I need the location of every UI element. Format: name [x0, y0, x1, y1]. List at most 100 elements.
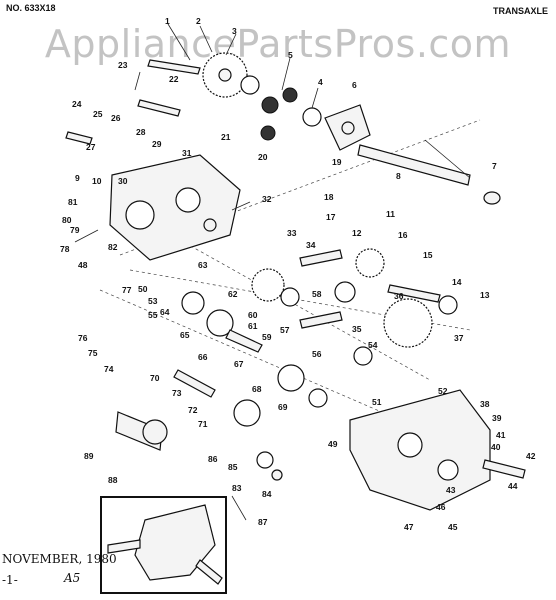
- document-date: NOVEMBER, 1980: [2, 552, 117, 566]
- callout-49: 49: [328, 439, 338, 449]
- callout-69: 69: [278, 402, 288, 412]
- callout-5: 5: [288, 50, 293, 60]
- callout-39: 39: [492, 413, 502, 423]
- callout-55: 55: [148, 310, 158, 320]
- callout-83: 83: [232, 483, 242, 493]
- callout-80: 80: [62, 215, 72, 225]
- callout-1: 1: [165, 16, 170, 26]
- callout-33: 33: [287, 228, 297, 238]
- section-title: TRANSAXLE: [492, 6, 548, 16]
- callout-61: 61: [248, 321, 258, 331]
- callout-63: 63: [198, 260, 208, 270]
- callout-40: 40: [491, 442, 501, 452]
- callout-29: 29: [152, 139, 162, 149]
- callout-37: 37: [454, 333, 464, 343]
- callout-24: 24: [72, 99, 82, 109]
- watermark: AppliancePartsPros.com: [44, 22, 512, 66]
- callout-25: 25: [93, 109, 103, 119]
- callout-12: 12: [352, 228, 362, 238]
- callout-17: 17: [326, 212, 336, 222]
- callout-35: 35: [352, 324, 362, 334]
- wheel-hub: [115, 411, 168, 451]
- document-number: NO. 633X18: [6, 3, 56, 13]
- callout-2: 2: [196, 16, 201, 26]
- callout-4: 4: [318, 77, 323, 87]
- callout-59: 59: [262, 332, 272, 342]
- assembly-guide-line: [119, 119, 481, 256]
- callout-73: 73: [172, 388, 182, 398]
- callout-76: 76: [78, 333, 88, 343]
- callout-34: 34: [306, 240, 316, 250]
- callout-46: 46: [436, 502, 446, 512]
- callout-32: 32: [262, 194, 272, 204]
- callout-66: 66: [198, 352, 208, 362]
- hub-plate: [324, 104, 371, 151]
- callout-28: 28: [136, 127, 146, 137]
- callout-22: 22: [169, 74, 179, 84]
- callout-78: 78: [60, 244, 70, 254]
- callout-88: 88: [108, 475, 118, 485]
- callout-43: 43: [446, 485, 456, 495]
- callout-68: 68: [252, 384, 262, 394]
- callout-11: 11: [386, 209, 395, 219]
- callout-45: 45: [448, 522, 458, 532]
- callout-23: 23: [118, 60, 128, 70]
- upper-shafts: [65, 59, 201, 145]
- callout-19: 19: [332, 157, 342, 167]
- callout-85: 85: [228, 462, 238, 472]
- callout-89: 89: [84, 451, 94, 461]
- case-half-right: [349, 389, 526, 511]
- callout-30: 30: [118, 176, 128, 186]
- callout-9: 9: [75, 173, 80, 183]
- callout-79: 79: [70, 225, 80, 235]
- callout-27: 27: [86, 142, 96, 152]
- callout-62: 62: [228, 289, 238, 299]
- assembled-view-inset: [100, 496, 227, 594]
- callout-38: 38: [480, 399, 490, 409]
- callout-75: 75: [88, 348, 98, 358]
- callout-58: 58: [312, 289, 322, 299]
- callout-64: 64: [160, 307, 170, 317]
- callout-71: 71: [198, 419, 208, 429]
- drive-sprocket: [202, 52, 248, 98]
- callout-3: 3: [232, 26, 237, 36]
- callout-52: 52: [438, 386, 448, 396]
- callout-70: 70: [150, 373, 160, 383]
- callout-86: 86: [208, 454, 218, 464]
- callout-41: 41: [496, 430, 506, 440]
- bottom-gear-pair: [256, 451, 283, 481]
- callout-56: 56: [312, 349, 322, 359]
- callout-82: 82: [108, 242, 118, 252]
- callout-65: 65: [180, 330, 190, 340]
- splined-shafts: [173, 249, 441, 398]
- callout-6: 6: [352, 80, 357, 90]
- callout-77: 77: [122, 285, 132, 295]
- callout-57: 57: [280, 325, 290, 335]
- page-number: -1-: [2, 573, 18, 587]
- callout-74: 74: [104, 364, 114, 374]
- main-shaft: [357, 144, 501, 205]
- callout-labels: 1 2 3 4 5 6 7 8 9 10 11 12 13 14 15 16 1…: [60, 16, 536, 532]
- callout-16: 16: [398, 230, 408, 240]
- revision-code: A5: [64, 571, 81, 585]
- callout-20: 20: [258, 152, 268, 162]
- callout-87: 87: [258, 517, 268, 527]
- callout-44: 44: [508, 481, 518, 491]
- callout-72: 72: [188, 405, 198, 415]
- callout-60: 60: [248, 310, 258, 320]
- callout-84: 84: [262, 489, 272, 499]
- callout-31: 31: [182, 148, 192, 158]
- callout-10: 10: [92, 176, 102, 186]
- callout-67: 67: [234, 359, 244, 369]
- callout-51: 51: [372, 397, 382, 407]
- callout-26: 26: [111, 113, 121, 123]
- callout-7: 7: [492, 161, 497, 171]
- callout-54: 54: [368, 340, 378, 350]
- leader-lines: [74, 23, 471, 521]
- callout-21: 21: [221, 132, 231, 142]
- callout-47: 47: [404, 522, 414, 532]
- callout-50: 50: [138, 284, 148, 294]
- callout-42: 42: [526, 451, 536, 461]
